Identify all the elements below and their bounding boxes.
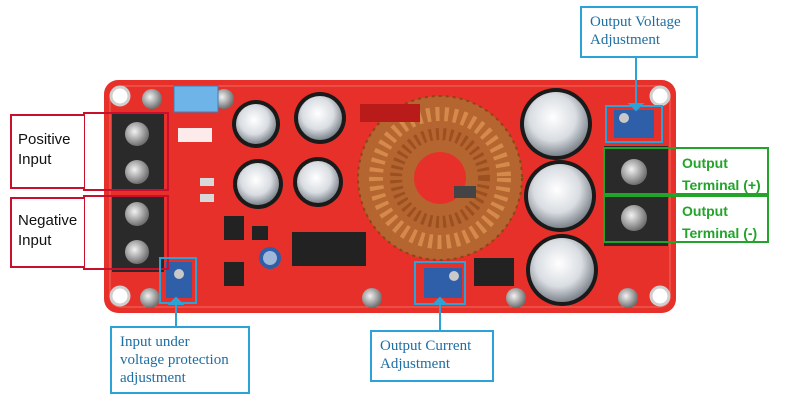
trim-potentiometers — [166, 110, 654, 298]
ic-chips — [200, 104, 514, 286]
leader-lines — [167, 56, 645, 330]
input-terminal-blocks — [112, 114, 164, 272]
mounting-holes — [109, 85, 671, 307]
input-under-voltage-protection-label: Input under voltage protection adjustmen… — [110, 326, 250, 394]
small-capacitors — [232, 92, 346, 269]
large-capacitors — [520, 88, 598, 306]
board-screws — [140, 89, 638, 308]
output-terminal-negative-label: Output Terminal (-) — [682, 203, 758, 241]
negative-input-label: Negative Input — [10, 197, 84, 268]
positive-input-label: Positive Input — [10, 114, 84, 189]
toroid-inductor — [357, 95, 523, 261]
output-terminal-positive-label: Output Terminal (+) — [682, 155, 761, 193]
output-voltage-adjustment-label: Output Voltage Adjustment — [580, 6, 698, 58]
jumper-block — [173, 85, 219, 113]
output-current-adjustment-label: Output Current Adjustment — [370, 330, 494, 382]
